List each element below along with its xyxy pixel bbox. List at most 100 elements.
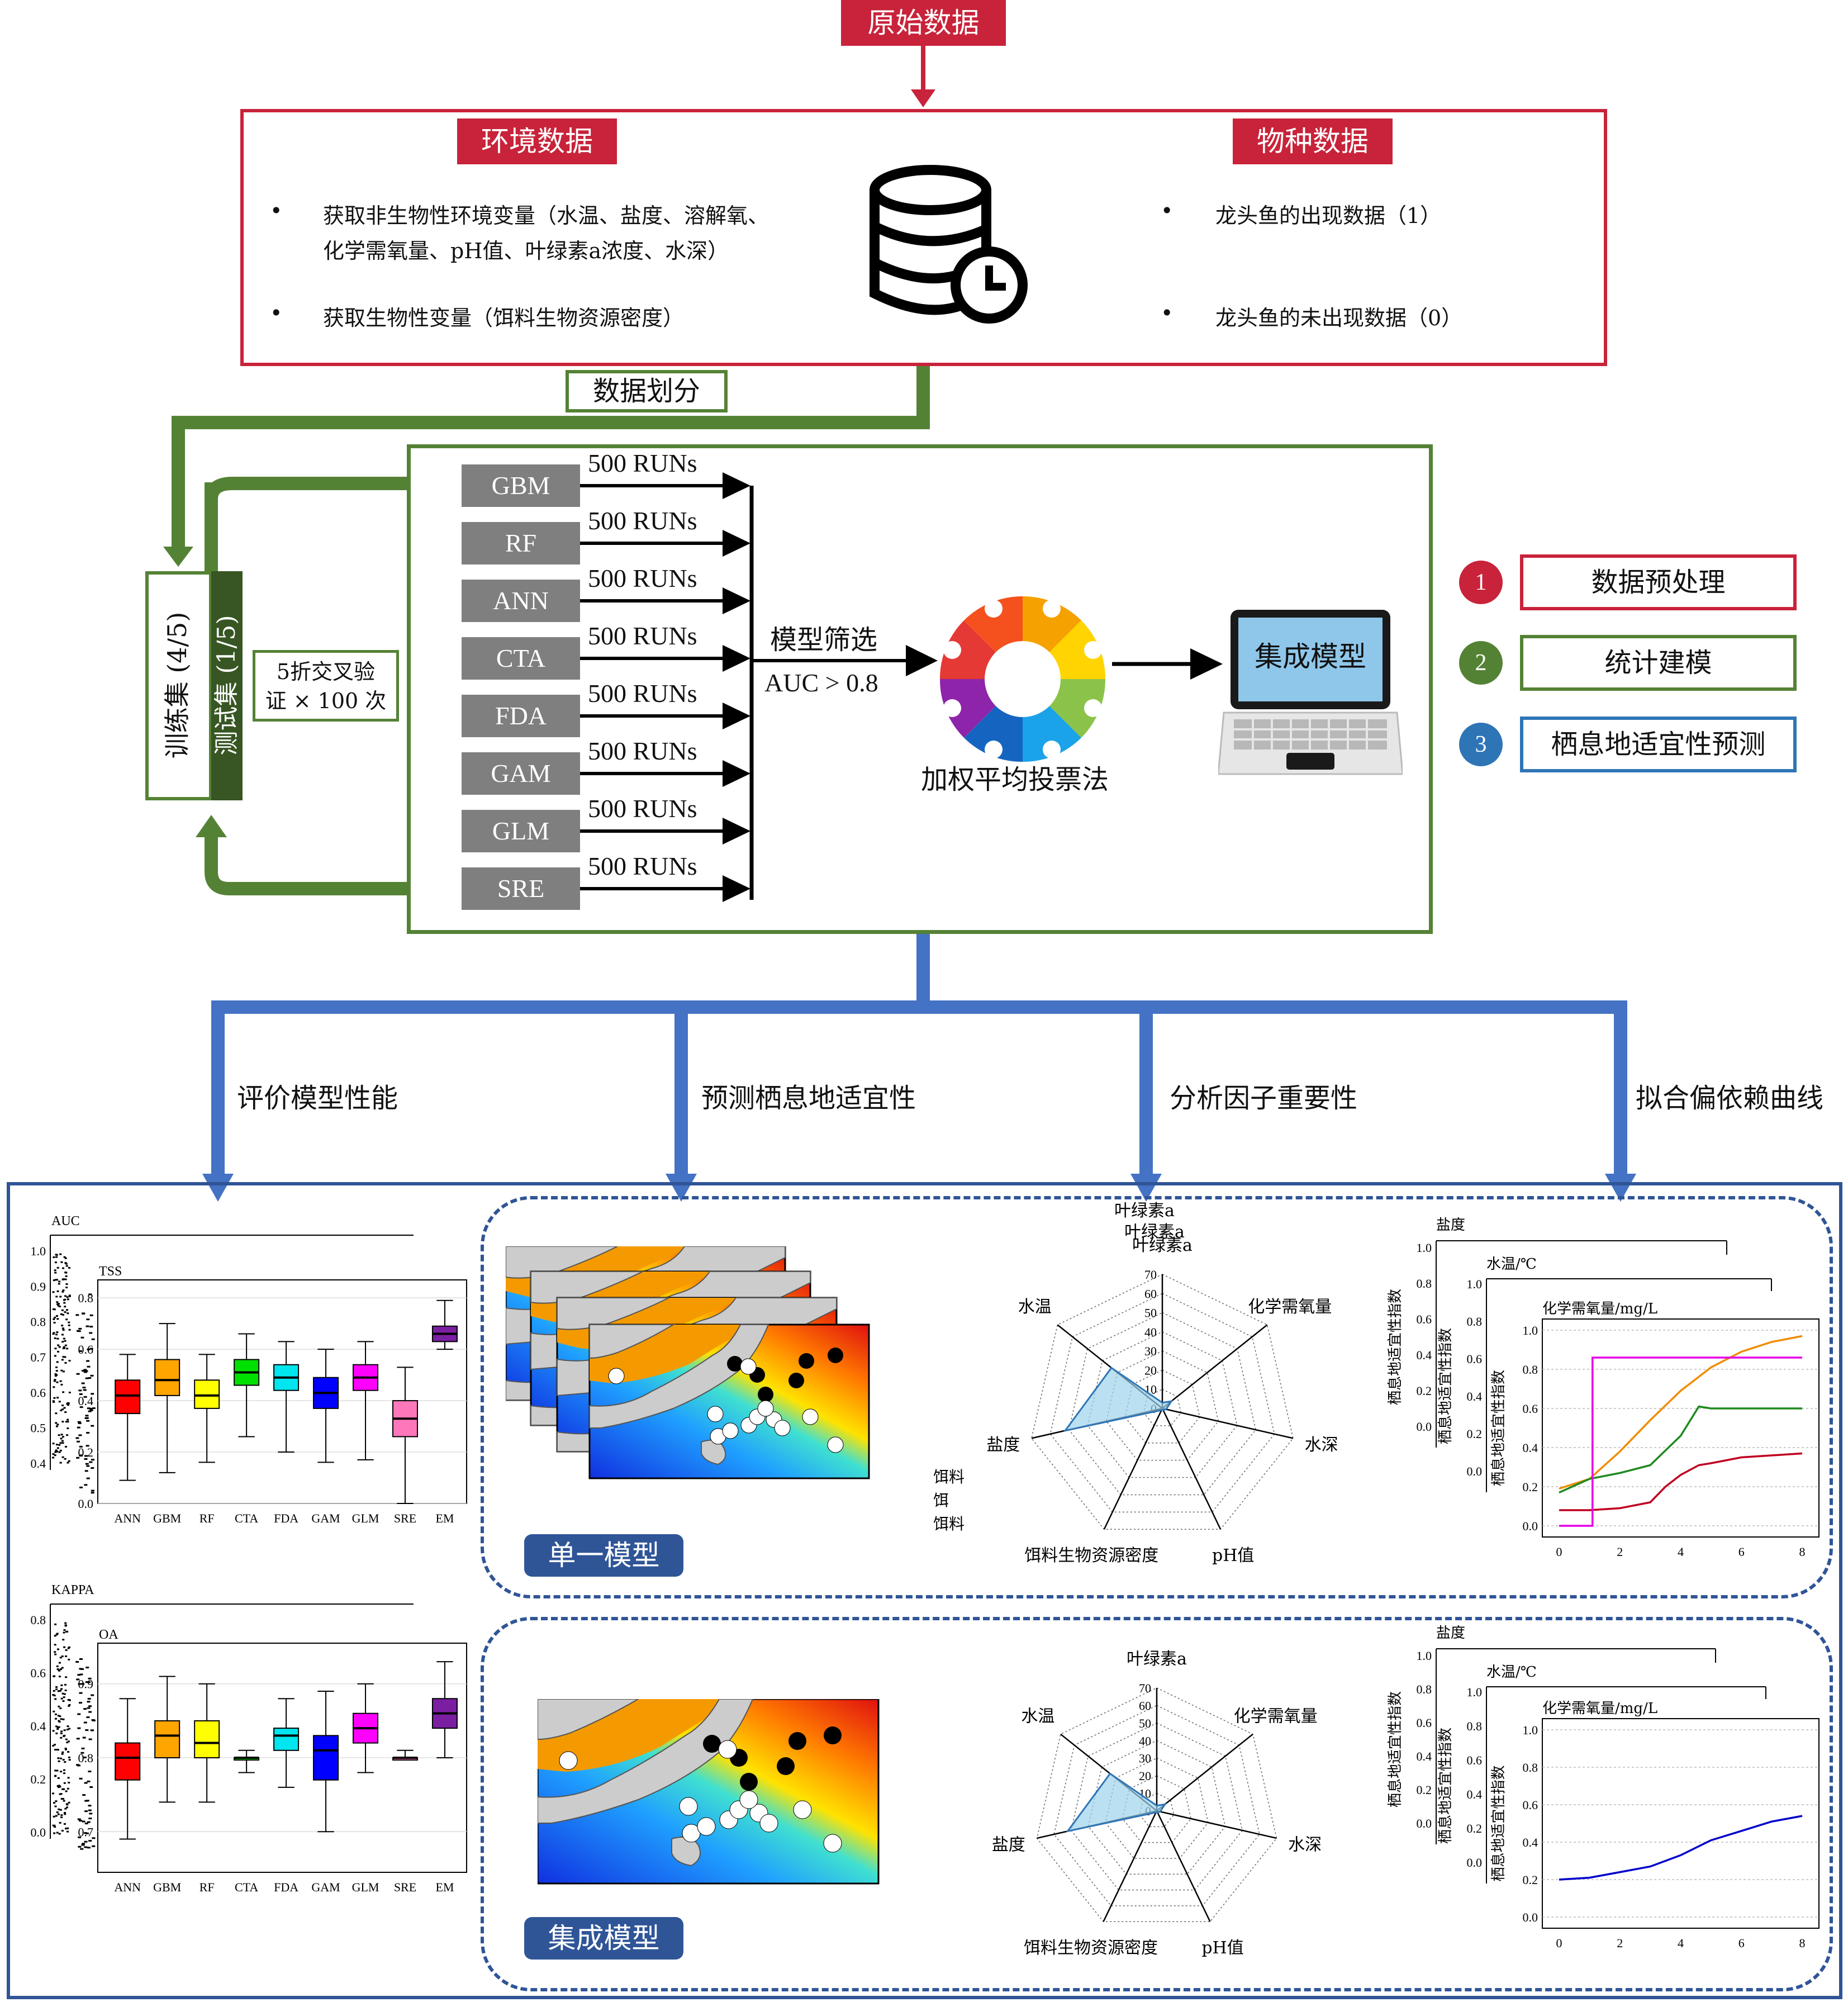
back-point — [62, 1719, 64, 1720]
back-point — [54, 1451, 56, 1453]
species-data-label: 物种数据 — [1233, 118, 1393, 164]
back-point — [53, 1825, 55, 1827]
front-point — [78, 1422, 82, 1424]
back-point — [57, 1757, 59, 1759]
back-point — [69, 1392, 71, 1393]
back-point — [65, 1676, 67, 1678]
back-panel-label-2: 水温/℃ — [1486, 1664, 1537, 1681]
back-point — [68, 1325, 70, 1326]
back-point — [63, 1348, 65, 1349]
y-tick-label: 0.8 — [1523, 1761, 1538, 1775]
front-point — [88, 1293, 92, 1295]
back-point — [54, 1635, 56, 1636]
front-point — [82, 1387, 85, 1388]
front-point — [92, 1339, 95, 1340]
front-point — [86, 1432, 89, 1434]
front-point — [89, 1786, 93, 1788]
front-point — [91, 1730, 94, 1731]
radar-axis — [1162, 1408, 1293, 1438]
back-point — [59, 1822, 61, 1824]
back-panel-label-1: 盐度 — [1436, 1625, 1465, 1642]
env-item-2: 化学需氧量、pH值、叶绿素a浓度、水深） — [323, 234, 729, 264]
back-point — [64, 1813, 66, 1815]
back-point — [52, 1453, 54, 1455]
y-axis-label-back-1: 栖息地适宜性指数 — [1387, 1691, 1404, 1808]
front-point — [79, 1692, 82, 1694]
back-point — [66, 1725, 69, 1727]
back-point — [61, 1798, 63, 1800]
back-point — [56, 1303, 59, 1305]
back-point — [54, 1348, 56, 1349]
model-arrows — [580, 458, 938, 917]
front-point — [91, 1393, 94, 1394]
filter-label: 模型筛选 — [770, 618, 877, 657]
task-curves: 拟合偏依赖曲线 — [1636, 1076, 1823, 1115]
back-point — [55, 1334, 58, 1335]
back-point — [62, 1356, 64, 1358]
radar-axis — [1104, 1811, 1157, 1922]
category-label: GBM — [153, 1511, 181, 1525]
front-point — [90, 1375, 93, 1377]
back-panel-label-2: 水温/℃ — [1486, 1256, 1537, 1273]
front-point — [92, 1846, 95, 1847]
front-point — [75, 1314, 79, 1316]
back-point — [53, 1730, 55, 1731]
y-tick-label: 0.0 — [1523, 1910, 1538, 1924]
front-point — [88, 1377, 91, 1379]
front-point — [79, 1778, 83, 1780]
species-item-2: 龙头鱼的未出现数据（0） — [1215, 301, 1462, 331]
back-point — [59, 1442, 61, 1444]
front-point — [87, 1781, 91, 1782]
back-2-tick: 0.2 — [1467, 1821, 1483, 1835]
back-point — [55, 1422, 57, 1424]
back-point — [57, 1648, 59, 1650]
front-tick-label: 0.8 — [78, 1291, 94, 1305]
back-point — [65, 1345, 67, 1346]
back-point — [53, 1332, 55, 1334]
front-point — [79, 1455, 83, 1457]
back-point — [61, 1434, 63, 1435]
back-point — [59, 1346, 61, 1348]
env-item-3: 获取生物性变量（饵料生物资源密度） — [323, 301, 684, 331]
y-tick-label: 0.8 — [1523, 1363, 1538, 1377]
front-point — [81, 1683, 84, 1685]
y-tick-label: 0.2 — [1523, 1480, 1538, 1494]
front-point — [83, 1369, 87, 1370]
back-1-tick: 0.4 — [1417, 1348, 1432, 1362]
front-point — [84, 1371, 87, 1373]
front-point — [80, 1752, 84, 1754]
back-metric-label: AUC — [51, 1214, 80, 1228]
back-point — [55, 1373, 57, 1375]
back-2-tick: 0.8 — [1467, 1719, 1483, 1733]
back-point — [61, 1334, 64, 1335]
back-point — [58, 1283, 60, 1285]
back-point — [54, 1805, 56, 1807]
front-point — [84, 1810, 88, 1812]
box-ann — [115, 1380, 140, 1413]
back-point — [53, 1443, 55, 1444]
back-point — [68, 1647, 70, 1649]
cv-line-2: 证 × 100 次 — [255, 686, 396, 715]
data-split-label: 数据划分 — [566, 370, 728, 412]
back-point — [60, 1814, 63, 1816]
front-point — [82, 1794, 85, 1796]
back-metric-label: KAPPA — [51, 1583, 94, 1597]
front-point — [88, 1810, 92, 1811]
back-point — [54, 1355, 56, 1356]
back-point — [56, 1315, 58, 1317]
back-point — [62, 1391, 64, 1393]
species-bullet-dot-2: • — [1161, 301, 1173, 325]
x-tick-label: 0 — [1556, 1936, 1562, 1950]
back-point — [61, 1291, 64, 1293]
back-point — [56, 1318, 59, 1320]
front-point — [75, 1437, 79, 1439]
back-point — [62, 1289, 64, 1291]
model-ann: ANN — [462, 580, 580, 622]
back-point — [69, 1360, 71, 1361]
back-point — [55, 1714, 57, 1715]
back-tick-label: 0.0 — [31, 1825, 46, 1839]
front-panel-label: 化学需氧量/mg/L — [1542, 1700, 1657, 1717]
radar-tick-label: 20 — [1139, 1769, 1151, 1783]
back-point — [64, 1311, 66, 1313]
front-point — [85, 1681, 89, 1683]
